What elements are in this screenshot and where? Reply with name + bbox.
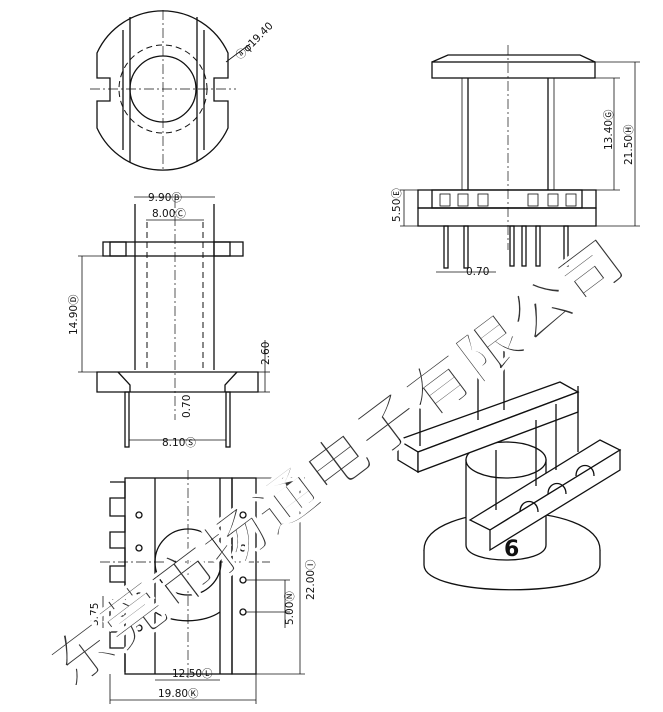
bottom-pin-hole bbox=[135, 544, 143, 552]
side-base-slot bbox=[527, 193, 539, 207]
bottom-pin-hole bbox=[135, 511, 143, 519]
dim-bottom-left-pitch: 3.75 bbox=[89, 603, 101, 626]
bottom-pin-hole bbox=[239, 608, 247, 616]
dim-bottom-outer: 19.80Ⓚ bbox=[158, 688, 199, 700]
top-leader bbox=[225, 43, 251, 63]
front-pin-left bbox=[124, 391, 130, 448]
side-base-slot bbox=[439, 193, 451, 207]
side-base-slot bbox=[477, 193, 489, 207]
dim-front-pin-span: 8.10Ⓢ bbox=[162, 437, 196, 449]
bottom-pin-hole bbox=[135, 624, 143, 632]
front-pin-right bbox=[225, 391, 231, 448]
iso-bottom-flange-side bbox=[423, 550, 601, 591]
side-base-lower bbox=[417, 207, 597, 227]
front-view: 9.90Ⓑ 8.00Ⓒ 14.90Ⓓ 2.60 0.70 8.10Ⓢ bbox=[68, 192, 272, 449]
dim-bottom-pin-pitch: 5.00Ⓝ bbox=[284, 591, 296, 625]
bottom-pin-hole bbox=[239, 511, 247, 519]
dim-front-flange: 2.60 bbox=[260, 342, 272, 365]
top-flange-outline bbox=[96, 10, 229, 171]
top-view: ⓐφ19.40 bbox=[90, 10, 276, 171]
iso-rail-face-front bbox=[489, 448, 621, 552]
side-base-inner bbox=[431, 189, 583, 209]
side-pin bbox=[443, 225, 449, 269]
dim-top-diameter: ⓐφ19.40 bbox=[234, 20, 276, 62]
iso-core-top bbox=[465, 441, 547, 479]
iso-label: 6 bbox=[504, 537, 519, 562]
front-top-notch-right bbox=[213, 241, 231, 257]
dim-bottom-inner: 12.50Ⓛ bbox=[172, 668, 213, 680]
side-base bbox=[417, 189, 597, 209]
side-top-flange-edge bbox=[431, 54, 596, 63]
bottom-pin-hole bbox=[239, 544, 247, 552]
dim-bottom-height: 22.00Ⓘ bbox=[305, 559, 317, 600]
front-top-flange bbox=[102, 241, 244, 257]
side-pin bbox=[521, 225, 527, 267]
side-base-slot bbox=[565, 193, 577, 207]
front-base-chamfer-left bbox=[117, 371, 131, 392]
side-pin bbox=[509, 225, 515, 267]
dim-side-total: 21.50Ⓗ bbox=[623, 124, 635, 165]
dim-side-base: 5.50Ⓔ bbox=[391, 188, 403, 222]
bottom-view: 22.00Ⓘ 5.00Ⓝ 3.75 12.50Ⓛ 19.80Ⓚ bbox=[89, 470, 317, 704]
side-pin bbox=[463, 225, 469, 269]
side-pin bbox=[563, 225, 569, 267]
dim-side-pin: 0.70 bbox=[466, 266, 489, 278]
isometric-view: 6 bbox=[396, 346, 622, 591]
bottom-slots-left bbox=[109, 481, 126, 672]
dim-front-inner: 8.00Ⓒ bbox=[152, 208, 186, 220]
dim-front-pin-offset: 0.70 bbox=[181, 395, 193, 418]
dim-side-core: 13.40Ⓖ bbox=[603, 109, 615, 150]
side-top-flange bbox=[431, 61, 596, 79]
iso-slots bbox=[519, 464, 595, 513]
side-base-slot bbox=[547, 193, 559, 207]
front-base-chamfer-right bbox=[224, 371, 238, 392]
bottom-right-strip bbox=[231, 477, 257, 675]
side-base-slot bbox=[457, 193, 469, 207]
side-pin bbox=[535, 225, 541, 267]
bottom-pin-hole bbox=[135, 592, 143, 600]
front-top-notch-left bbox=[109, 241, 127, 257]
watermark: 东莞市扬通电子有限公司 bbox=[38, 226, 638, 702]
side-view: 21.50Ⓗ 13.40Ⓖ 5.50Ⓔ 0.70 bbox=[391, 45, 640, 278]
bottom-arc bbox=[154, 611, 221, 622]
dim-front-height: 14.90Ⓓ bbox=[68, 294, 80, 335]
dim-front-outer: 9.90Ⓑ bbox=[148, 192, 182, 204]
